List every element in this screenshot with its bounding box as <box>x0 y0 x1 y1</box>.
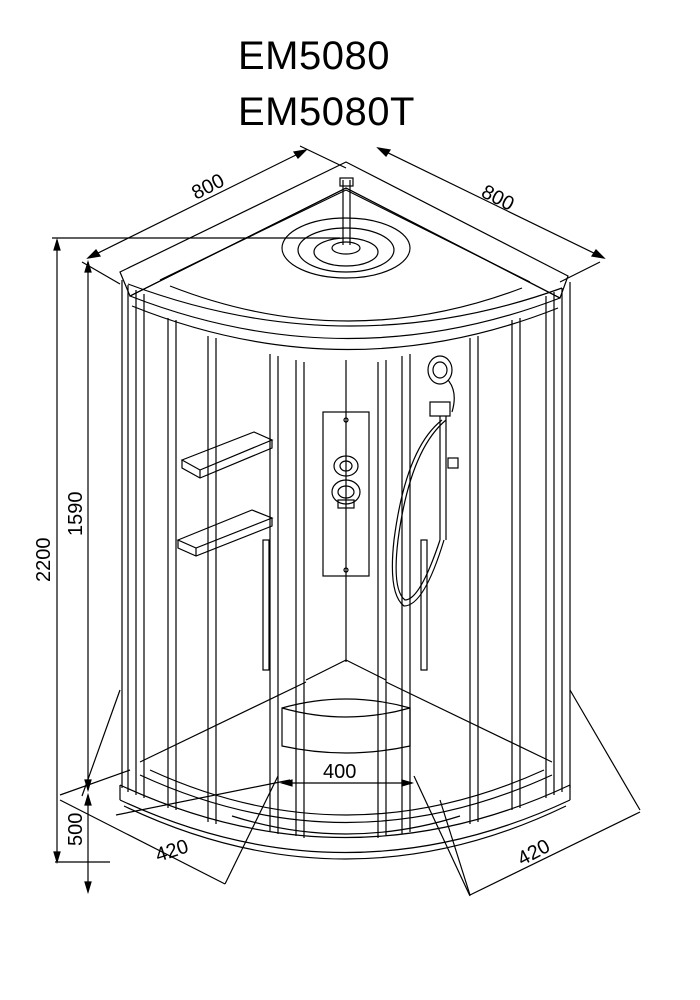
dim-total-height: 2200 <box>33 538 55 583</box>
dim-width-right: 800 <box>478 181 518 216</box>
dim-tray-depth-left: 420 <box>153 836 192 867</box>
dim-width-left: 800 <box>188 170 228 205</box>
shower-tray <box>119 681 571 860</box>
dim-seat-width: 400 <box>323 761 356 783</box>
dimension-lines <box>52 145 641 897</box>
roof <box>119 161 569 351</box>
dim-glass-height: 1590 <box>65 492 87 537</box>
model-title-1: EM5080 <box>238 34 390 78</box>
glass-shelves <box>176 431 274 557</box>
hand-shower <box>391 355 459 607</box>
dim-tray-depth-right: 420 <box>514 835 554 870</box>
dim-tray-height: 500 <box>65 813 87 846</box>
frame-posts <box>121 280 571 838</box>
model-title-2: EM5080T <box>238 90 415 134</box>
control-panel <box>322 411 370 577</box>
